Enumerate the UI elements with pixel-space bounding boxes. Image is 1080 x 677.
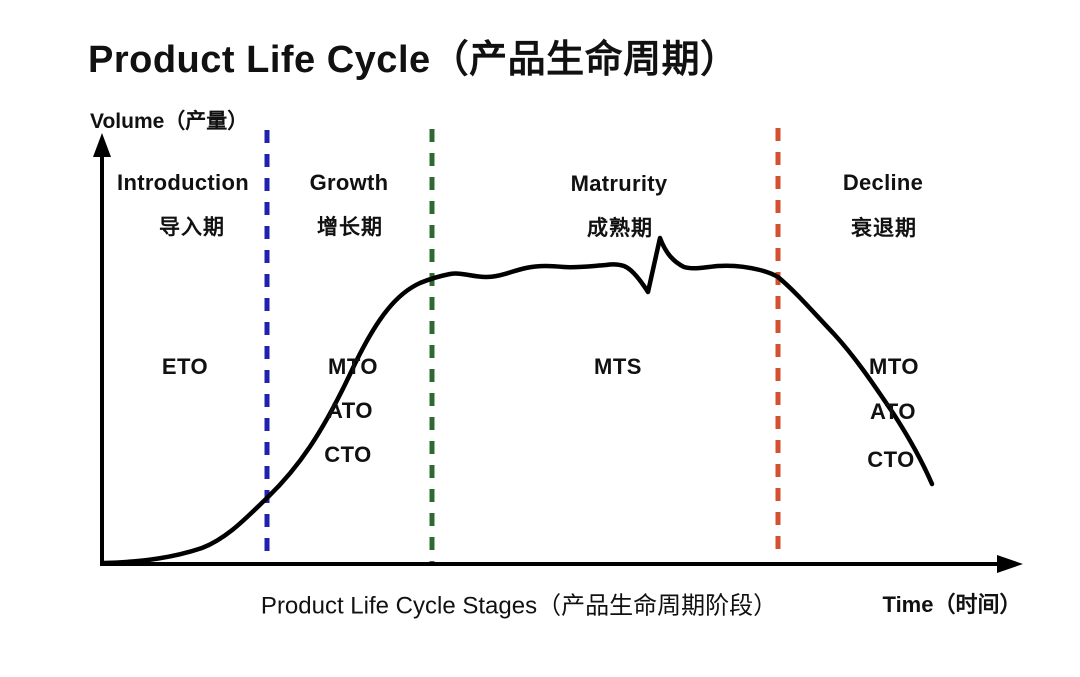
x-axis-caption: Product Life Cycle Stages（产品生命周期阶段） (260, 592, 778, 620)
stage-label-growth-zh: 增长期 (317, 216, 383, 239)
page-title: Product Life Cycle（产品生命周期） (88, 39, 739, 81)
stage-label-introduction-zh: 导入期 (159, 216, 225, 239)
mode-label-decline-cto: CTO (867, 447, 915, 472)
mode-label-growth-cto: CTO (324, 442, 372, 467)
mode-label-growth-mto: MTO (328, 354, 378, 379)
mode-label-mts: MTS (594, 354, 642, 379)
life-cycle-curve (101, 235, 935, 566)
stage-label-maturity-zh: 成熟期 (587, 217, 653, 240)
stage-label-growth-en: Growth (309, 170, 389, 195)
stage-label-introduction-en: Introduction (117, 170, 249, 195)
stage-label-decline-zh: 衰退期 (851, 217, 917, 240)
y-axis-arrowhead-icon (93, 133, 111, 157)
mode-label-growth-ato: ATO (327, 398, 373, 423)
mode-label-decline-mto: MTO (869, 354, 919, 379)
mode-label-decline-ato: ATO (870, 399, 916, 424)
y-axis-label: Volume（产量） (90, 110, 249, 133)
x-axis-arrowhead-icon (997, 555, 1023, 573)
stage-label-decline-en: Decline (842, 170, 924, 195)
x-axis-label: Time（时间） (882, 592, 1022, 617)
mode-label-eto: ETO (161, 354, 209, 379)
stage-label-maturity-en: Matrurity (570, 171, 668, 196)
